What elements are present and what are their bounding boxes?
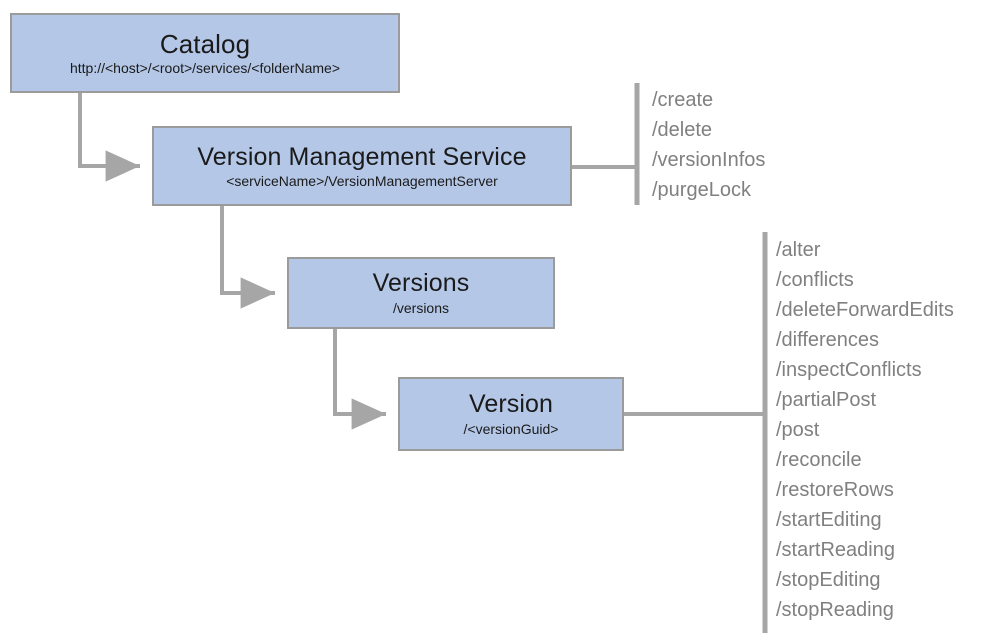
endpoint-item: /deleteForwardEdits xyxy=(776,299,954,321)
node-catalog-title: Catalog xyxy=(159,28,251,59)
node-catalog[interactable]: Catalog http://<host>/<root>/services/<f… xyxy=(10,13,400,93)
node-version-management-service[interactable]: Version Management Service <serviceName>… xyxy=(152,126,572,206)
endpoint-item: /create xyxy=(652,89,714,111)
endpoint-item: /versionInfos xyxy=(652,149,766,171)
endpoint-item: /differences xyxy=(776,329,880,351)
node-version-management-service-title: Version Management Service xyxy=(197,142,527,171)
connector-versions-to-version xyxy=(333,329,386,430)
endpoint-item: /inspectConflicts xyxy=(776,359,922,381)
endpoint-item: /stopReading xyxy=(776,599,894,621)
endpoint-item: /purgeLock xyxy=(652,179,751,201)
endpoint-item: /reconcile xyxy=(776,449,862,471)
endpoint-item: /post xyxy=(776,419,820,441)
endpoint-item: /startEditing xyxy=(776,509,882,531)
node-versions-path: /versions xyxy=(392,300,450,317)
endpoint-item: /delete xyxy=(652,119,713,141)
endpoint-item: /alter xyxy=(776,239,821,261)
node-version-management-service-path: <serviceName>/VersionManagementServer xyxy=(226,172,498,189)
node-version[interactable]: Version /<versionGuid> xyxy=(398,377,624,451)
node-version-title: Version xyxy=(468,390,554,419)
node-catalog-path: http://<host>/<root>/services/<folderNam… xyxy=(69,59,341,76)
node-versions[interactable]: Versions /versions xyxy=(287,257,555,329)
endpoint-item: /stopEditing xyxy=(776,569,881,591)
endpoint-item: /partialPost xyxy=(776,389,877,411)
node-versions-title: Versions xyxy=(372,269,470,298)
endpoint-item: /conflicts xyxy=(776,269,854,291)
endpoint-list-version: /alter/conflicts/deleteForwardEdits/diff… xyxy=(776,235,954,625)
node-version-path: /<versionGuid> xyxy=(463,421,559,438)
connector-service-to-versions xyxy=(220,206,275,309)
endpoint-item: /startReading xyxy=(776,539,895,561)
connector-catalog-to-service xyxy=(78,93,140,182)
endpoint-item: /restoreRows xyxy=(776,479,894,501)
endpoint-list-service: /create/delete/versionInfos/purgeLock xyxy=(652,85,765,205)
